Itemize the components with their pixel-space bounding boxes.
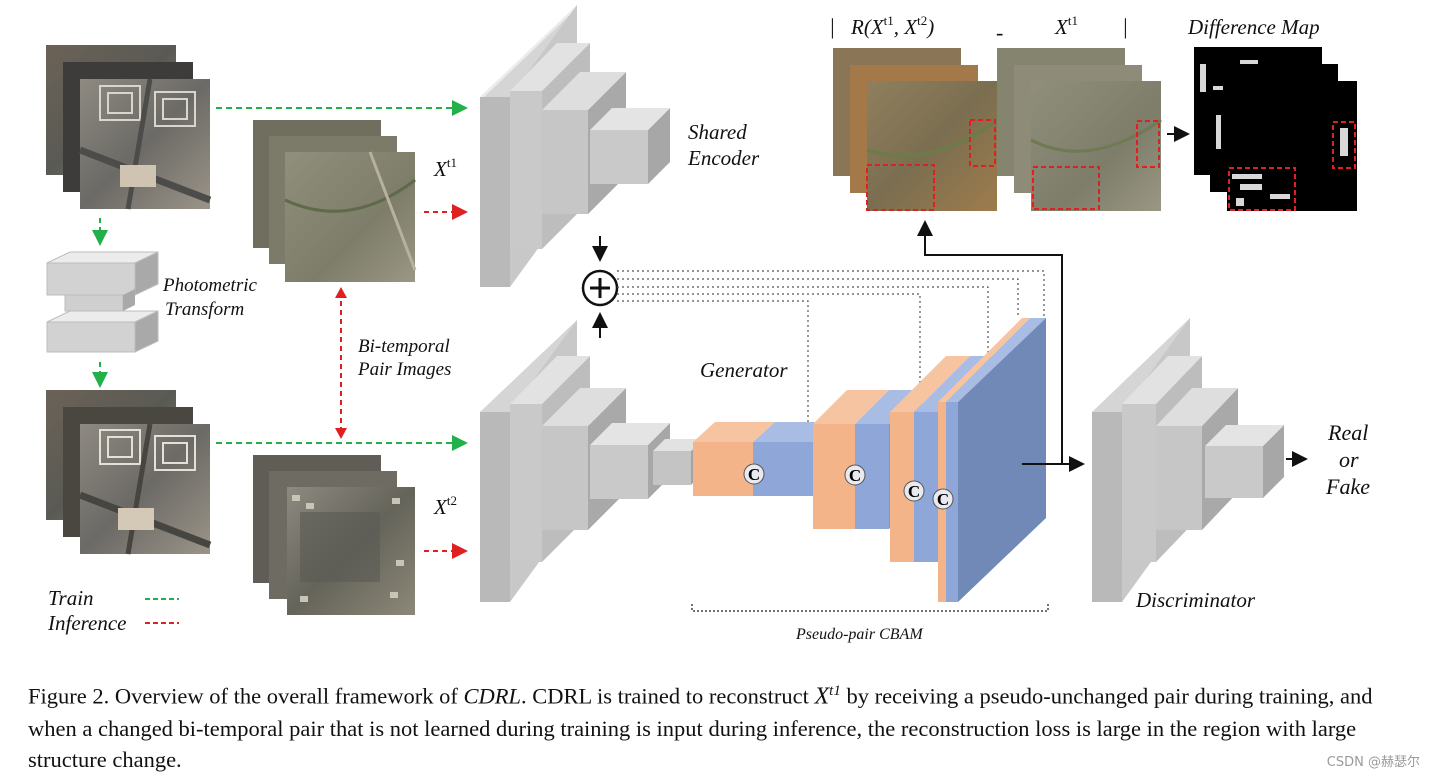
difference-map-label: Difference Map (1187, 15, 1320, 39)
concat-node-2 (844, 464, 866, 486)
shared-encoder-label-1: Shared (688, 120, 747, 144)
shared-encoder-top (480, 5, 670, 287)
real-label: Real (1327, 420, 1368, 445)
concat-node-3 (903, 480, 925, 502)
photometric-label-1: Photometric (162, 275, 257, 296)
or-label: or (1339, 447, 1359, 472)
skip-connections (617, 270, 1045, 422)
concat-node-1 (743, 463, 765, 485)
legend: Train Inference (47, 586, 179, 635)
generator-decoder (693, 318, 1046, 602)
bitemporal-double-arrow (335, 287, 347, 439)
xt1-label: Xt1 (433, 155, 457, 181)
caption-text-3: by receiving a pseudo-unchanged pair dur… (28, 683, 1373, 772)
reconstruction-image-stack (833, 48, 999, 211)
caption-math-sup: t1 (829, 683, 841, 699)
caption-text-2: . CDRL is trained to reconstruct (521, 683, 815, 709)
shared-encoder-bottom (480, 320, 703, 602)
recon-formula: R(Xt1, Xt2) (850, 13, 934, 39)
photometric-transform-block (46, 251, 159, 353)
output-to-reconstruction-arrow (917, 220, 1063, 464)
diff-xt1-label: Xt1 (1054, 13, 1078, 39)
add-node (581, 236, 619, 338)
figure-caption: Figure 2. Overview of the overall framew… (28, 676, 1413, 775)
discriminator-label: Discriminator (1135, 588, 1256, 612)
xt1-compare-image-stack (997, 48, 1162, 211)
cbam-brace (691, 604, 1049, 612)
framework-diagram: Photometric Transform Xt1 Xt2 Bi-tempora… (46, 5, 1370, 643)
formula-minus: - (996, 20, 1003, 45)
caption-name: CDRL (463, 683, 521, 709)
generator-label: Generator (700, 358, 788, 382)
svg-text:C: C (937, 490, 949, 509)
fake-label: Fake (1325, 474, 1370, 499)
xt2-image-stack (253, 455, 415, 615)
urban-image-stack-bottom (46, 390, 212, 555)
legend-inference-label: Inference (47, 611, 127, 635)
concat-node-4 (932, 488, 954, 510)
svg-text:C: C (748, 465, 760, 484)
legend-train-label: Train (48, 586, 94, 610)
concat-nodes: C C C C (743, 463, 954, 510)
cbam-label: Pseudo-pair CBAM (795, 626, 924, 643)
caption-math-x: X (814, 683, 830, 710)
formula-bar-left: | (829, 14, 835, 39)
photometric-label-2: Transform (165, 299, 244, 320)
svg-text:C: C (908, 482, 920, 501)
shared-encoder-label-2: Encoder (687, 146, 760, 170)
urban-image-stack-top (46, 45, 212, 210)
xt2-label: Xt2 (433, 493, 457, 519)
difference-map-stack (1194, 47, 1357, 211)
bitemporal-label-2: Pair Images (357, 359, 451, 380)
bitemporal-label-1: Bi-temporal (358, 336, 450, 357)
discriminator-block (1092, 318, 1284, 602)
xt1-image-stack (253, 120, 417, 282)
svg-text:C: C (849, 466, 861, 485)
formula-bar-right: | (1122, 14, 1128, 39)
caption-figure-no: Figure 2. (28, 683, 110, 709)
caption-text-1: Overview of the overall framework of (109, 683, 464, 709)
watermark: CSDN @赫瑟尔 (1326, 755, 1420, 770)
